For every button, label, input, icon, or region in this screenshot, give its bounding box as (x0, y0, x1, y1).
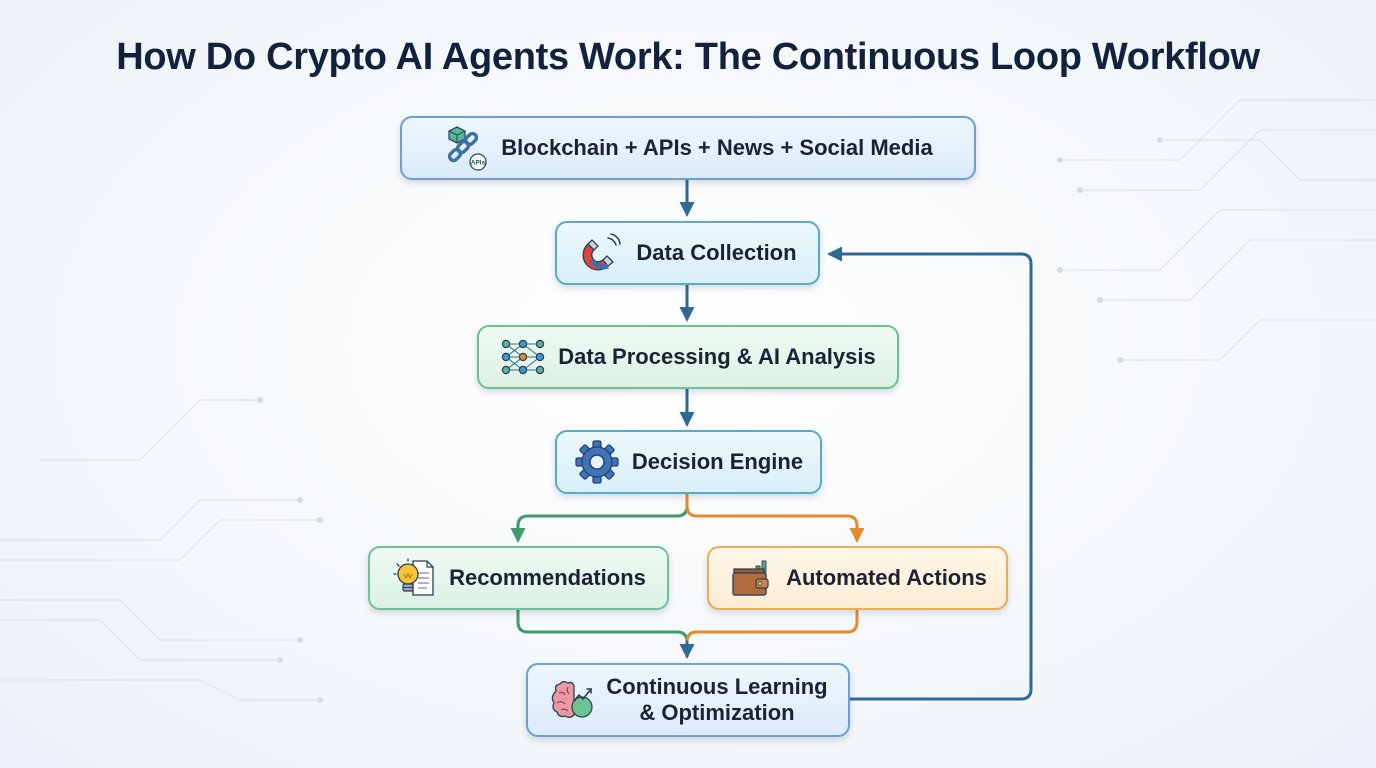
icon-badge-apis: APIs (471, 160, 486, 167)
node-data-processing: Data Processing & AI Analysis (477, 325, 899, 389)
blockchain-chain-icon: APIs (443, 125, 489, 171)
node-continuous-learning-label-line1: Continuous Learning (606, 674, 828, 699)
node-decision-engine: Decision Engine (555, 430, 822, 494)
node-data-collection-label: Data Collection (636, 240, 797, 265)
arrow-decision-to-recommendations (510, 492, 689, 543)
page-title: How Do Crypto AI Agents Work: The Contin… (116, 36, 1260, 78)
magnet-icon (578, 230, 624, 276)
node-recommendations: Recommendations (368, 546, 669, 610)
node-decision-engine-label: Decision Engine (631, 449, 804, 474)
wallet-chart-icon (728, 555, 774, 601)
node-data-collection: Data Collection (555, 221, 820, 285)
node-data-sources-label: Blockchain + APIs + News + Social Media (501, 135, 933, 160)
arrow-recommendations-to-learning (516, 608, 689, 658)
arrow-actions-to-learning (685, 608, 859, 658)
brain-chart-icon (548, 677, 594, 723)
node-automated-actions-label: Automated Actions (786, 565, 987, 590)
node-continuous-learning-label-line2: & Optimization (639, 700, 795, 725)
node-data-sources: APIs Blockchain + APIs + News + Social M… (400, 116, 976, 180)
feedback-loop-arrow (827, 246, 1033, 701)
node-continuous-learning-label: Continuous Learning & Optimization (606, 674, 827, 726)
neural-network-icon (500, 334, 546, 380)
node-recommendations-label: Recommendations (449, 565, 646, 590)
node-automated-actions: Automated Actions (707, 546, 1008, 610)
node-continuous-learning: Continuous Learning & Optimization (526, 663, 850, 737)
lightbulb-document-icon (391, 555, 437, 601)
gear-icon (574, 439, 620, 485)
arrow-decision-to-actions (685, 492, 865, 543)
node-data-processing-label: Data Processing & AI Analysis (558, 344, 876, 369)
